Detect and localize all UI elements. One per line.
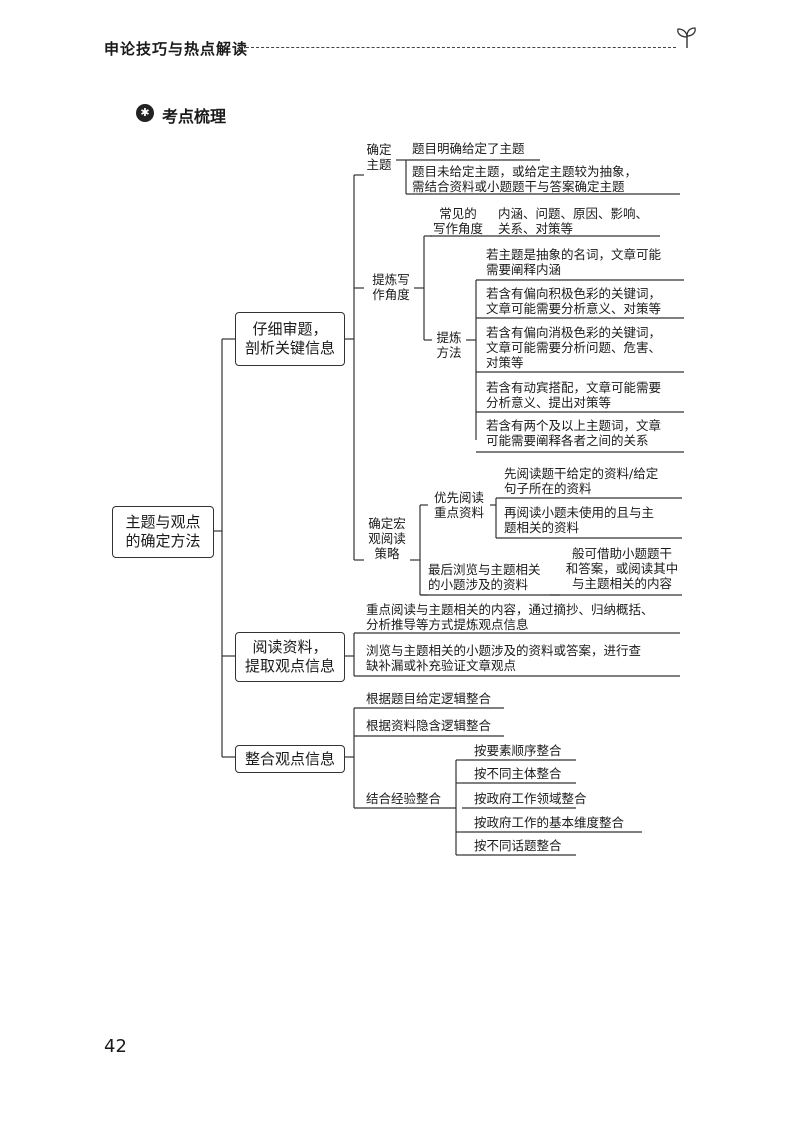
running-header: 申论技巧与热点解读 [104, 40, 249, 58]
read-item: 浏览与主题相关的小题涉及的资料或答案，进行查 缺补漏或补充验证文章观点 [366, 643, 642, 673]
common-angle-label: 常见的 写作角度 [432, 206, 483, 236]
method-item: 若含有偏向消极色彩的关键词， 文章可能需要分析问题、危害、 对策等 [486, 325, 662, 370]
branch-read-node: 阅读资料， 提取观点信息 [235, 632, 345, 682]
method-item: 若主题是抽象的名词，文章可能 需要阐释内涵 [486, 247, 662, 277]
experience-item: 按不同主体整合 [474, 766, 562, 781]
experience-item: 按不同话题整合 [474, 838, 562, 853]
method-label: 提炼 方法 [436, 330, 462, 360]
last-text: 般可借助小题题干 和答案，或阅读其中 与主题相关的内容 [565, 546, 679, 591]
sprout-icon [677, 27, 696, 48]
method-item: 若含有动宾搭配，文章可能需要 分析意义、提出对策等 [486, 380, 662, 410]
method-item: 若含有两个及以上主题词，文章 可能需要阐释各者之间的关系 [486, 418, 662, 448]
topic-item: 题目未给定主题，或给定主题较为抽象， 需结合资料或小题题干与答案确定主题 [412, 164, 638, 194]
last-label: 最后浏览与主题相关 的小题涉及的资料 [428, 562, 541, 592]
priority-item: 再阅读小题未使用的且与主 题相关的资料 [504, 505, 655, 535]
integrate-item: 根据题目给定逻辑整合 [366, 691, 492, 706]
integrate-item: 根据资料隐含逻辑整合 [366, 718, 492, 733]
branch-review-node: 仔细审题， 剖析关键信息 [235, 312, 345, 366]
experience-item: 按政府工作的基本维度整合 [474, 815, 625, 830]
strategy-label: 确定宏 观阅读 策略 [368, 516, 406, 561]
branch-integrate-node: 整合观点信息 [235, 745, 345, 773]
method-item: 若含有偏向积极色彩的关键词， 文章可能需要分析意义、对策等 [486, 286, 662, 316]
priority-item: 先阅读题干给定的资料/给定 句子所在的资料 [504, 466, 659, 496]
common-angle-text: 内涵、问题、原因、影响、 关系、对策等 [498, 206, 649, 236]
angle-label: 提炼写 作角度 [372, 272, 410, 302]
section-bullet-icon: ✱ [136, 104, 154, 122]
experience-label: 结合经验整合 [366, 791, 442, 806]
experience-item: 按政府工作领域整合 [474, 791, 587, 806]
read-item: 重点阅读与主题相关的内容，通过摘抄、归纳概括、 分析推导等方式提炼观点信息 [366, 602, 654, 632]
section-title: 考点梳理 [162, 107, 227, 126]
page-number: 42 [104, 1036, 127, 1057]
experience-item: 按要素顺序整合 [474, 743, 562, 758]
topic-item: 题目明确给定了主题 [412, 141, 525, 156]
root-node: 主题与观点 的确定方法 [112, 506, 214, 558]
topic-label: 确定 主题 [366, 142, 392, 172]
priority-label: 优先阅读 重点资料 [433, 490, 484, 520]
header-rule [246, 47, 676, 48]
